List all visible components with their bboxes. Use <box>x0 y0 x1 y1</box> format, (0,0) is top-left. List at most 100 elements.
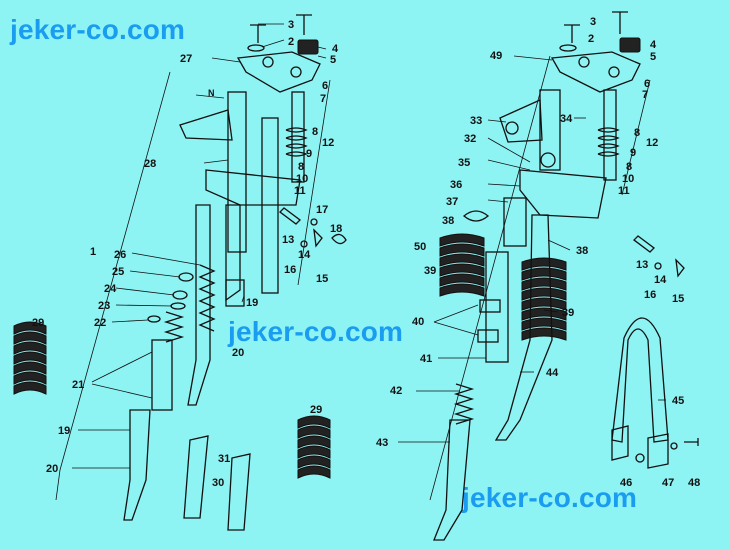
label-23: 23 <box>98 300 110 312</box>
label-r15: 15 <box>672 293 684 305</box>
label-r8b: 8 <box>626 161 632 173</box>
spring-part-42 <box>453 383 475 425</box>
label-r45: 45 <box>672 395 684 407</box>
label-r11: 11 <box>618 185 630 197</box>
label-27: 27 <box>180 53 192 65</box>
rubber-boot-part-39-left <box>439 233 485 297</box>
label-5: 5 <box>330 54 336 66</box>
label-14: 14 <box>298 249 311 261</box>
label-r3: 3 <box>590 16 596 28</box>
part-14 <box>300 240 308 248</box>
part-40b <box>477 329 499 343</box>
label-r10: 10 <box>622 173 634 185</box>
spring-part-21a <box>163 311 185 343</box>
damper-part-21 <box>151 339 173 411</box>
lower-leg-20-left <box>187 204 211 406</box>
bolt-part-48 <box>684 438 699 446</box>
label-24: 24 <box>104 283 117 295</box>
crown-plate-part-49 <box>550 51 641 93</box>
label-22: 22 <box>94 317 106 329</box>
lower-crown-right <box>519 169 607 219</box>
lower-leg-part-44 <box>494 214 553 441</box>
label-20b: 20 <box>46 463 58 475</box>
labels-left: 1 2 3 4 5 6 7 8 9 8 10 11 12 13 14 15 16… <box>32 19 342 489</box>
headlamp-bracket <box>179 109 233 141</box>
label-9: 9 <box>306 148 312 160</box>
label-21: 21 <box>72 379 84 391</box>
plate-part-30 <box>183 435 209 519</box>
leader-lines <box>72 23 666 469</box>
stay-end-left <box>611 425 629 461</box>
bolt-part-3a <box>250 24 266 43</box>
stay-end-right <box>647 433 669 469</box>
label-r6: 6 <box>644 78 650 90</box>
label-31: 31 <box>218 453 230 465</box>
rubber-boot-part-39-right <box>521 257 567 341</box>
washer-part-46 <box>635 453 645 463</box>
label-2: 2 <box>288 36 294 48</box>
slider-part-19 <box>225 279 245 307</box>
label-r32: 32 <box>464 133 476 145</box>
bracket-part-33 <box>499 99 543 143</box>
lower-crown <box>205 169 301 206</box>
label-8b: 8 <box>298 161 304 173</box>
label-r5: 5 <box>650 51 656 63</box>
label-r46: 46 <box>620 477 632 489</box>
label-r12: 12 <box>646 137 658 149</box>
label-7: 7 <box>320 93 326 105</box>
label-17: 17 <box>316 204 328 216</box>
label-r38b: 38 <box>576 245 588 257</box>
label-r39b: 39 <box>562 307 574 319</box>
label-12: 12 <box>322 137 334 149</box>
part-17 <box>310 218 318 226</box>
label-r48: 48 <box>688 477 700 489</box>
bolt-part-3c <box>564 24 580 43</box>
label-10: 10 <box>296 173 308 185</box>
plate-part-31 <box>227 453 251 531</box>
part-25 <box>178 272 194 282</box>
label-15: 15 <box>316 273 328 285</box>
crown-plate-part-27 <box>236 51 321 93</box>
label-30: 30 <box>212 477 224 489</box>
label-18: 18 <box>330 223 342 235</box>
label-r38a: 38 <box>442 215 454 227</box>
label-19a: 19 <box>246 297 258 309</box>
label-26: 26 <box>114 249 126 261</box>
watermark-bottom-right: jeker-co.com <box>462 482 638 513</box>
label-r16: 16 <box>644 289 656 301</box>
label-r43: 43 <box>376 437 388 449</box>
bolt-part-3d <box>612 11 628 34</box>
label-r47: 47 <box>662 477 674 489</box>
part-22 <box>147 315 161 323</box>
labels-right: 2 3 4 5 6 7 8 9 8 10 11 12 13 14 15 16 3… <box>376 16 700 489</box>
spring-part-26 <box>198 264 216 332</box>
label-r50: 50 <box>414 241 426 253</box>
label-1: 1 <box>90 246 96 258</box>
rubber-boot-part-29-left <box>13 321 47 395</box>
part-38 <box>462 210 490 222</box>
part-23 <box>170 302 186 310</box>
lower-leg-part-43 <box>433 419 471 541</box>
part-40a <box>479 299 501 313</box>
label-13: 13 <box>282 234 294 246</box>
left-fork-assembly <box>13 14 347 531</box>
label-r39a: 39 <box>424 265 436 277</box>
label-r37: 37 <box>446 196 458 208</box>
bolt-part-3b <box>296 14 312 35</box>
label-19b: 19 <box>58 425 70 437</box>
lower-leg-part-20 <box>123 409 151 521</box>
fender-stay-part-45 <box>611 317 669 443</box>
label-r42: 42 <box>390 385 402 397</box>
label-r8a: 8 <box>634 127 640 139</box>
label-N: N <box>208 88 215 98</box>
label-4: 4 <box>332 43 339 55</box>
washer-part-47 <box>670 442 678 450</box>
label-29b: 29 <box>310 404 322 416</box>
rubber-boot-part-29-center <box>297 415 331 479</box>
label-r2: 2 <box>588 33 594 45</box>
label-29a: 29 <box>32 317 44 329</box>
label-r9: 9 <box>630 147 636 159</box>
label-r44: 44 <box>546 367 559 379</box>
watermark-top-left: jeker-co.com <box>10 14 186 45</box>
washer-part-2 <box>247 44 265 52</box>
